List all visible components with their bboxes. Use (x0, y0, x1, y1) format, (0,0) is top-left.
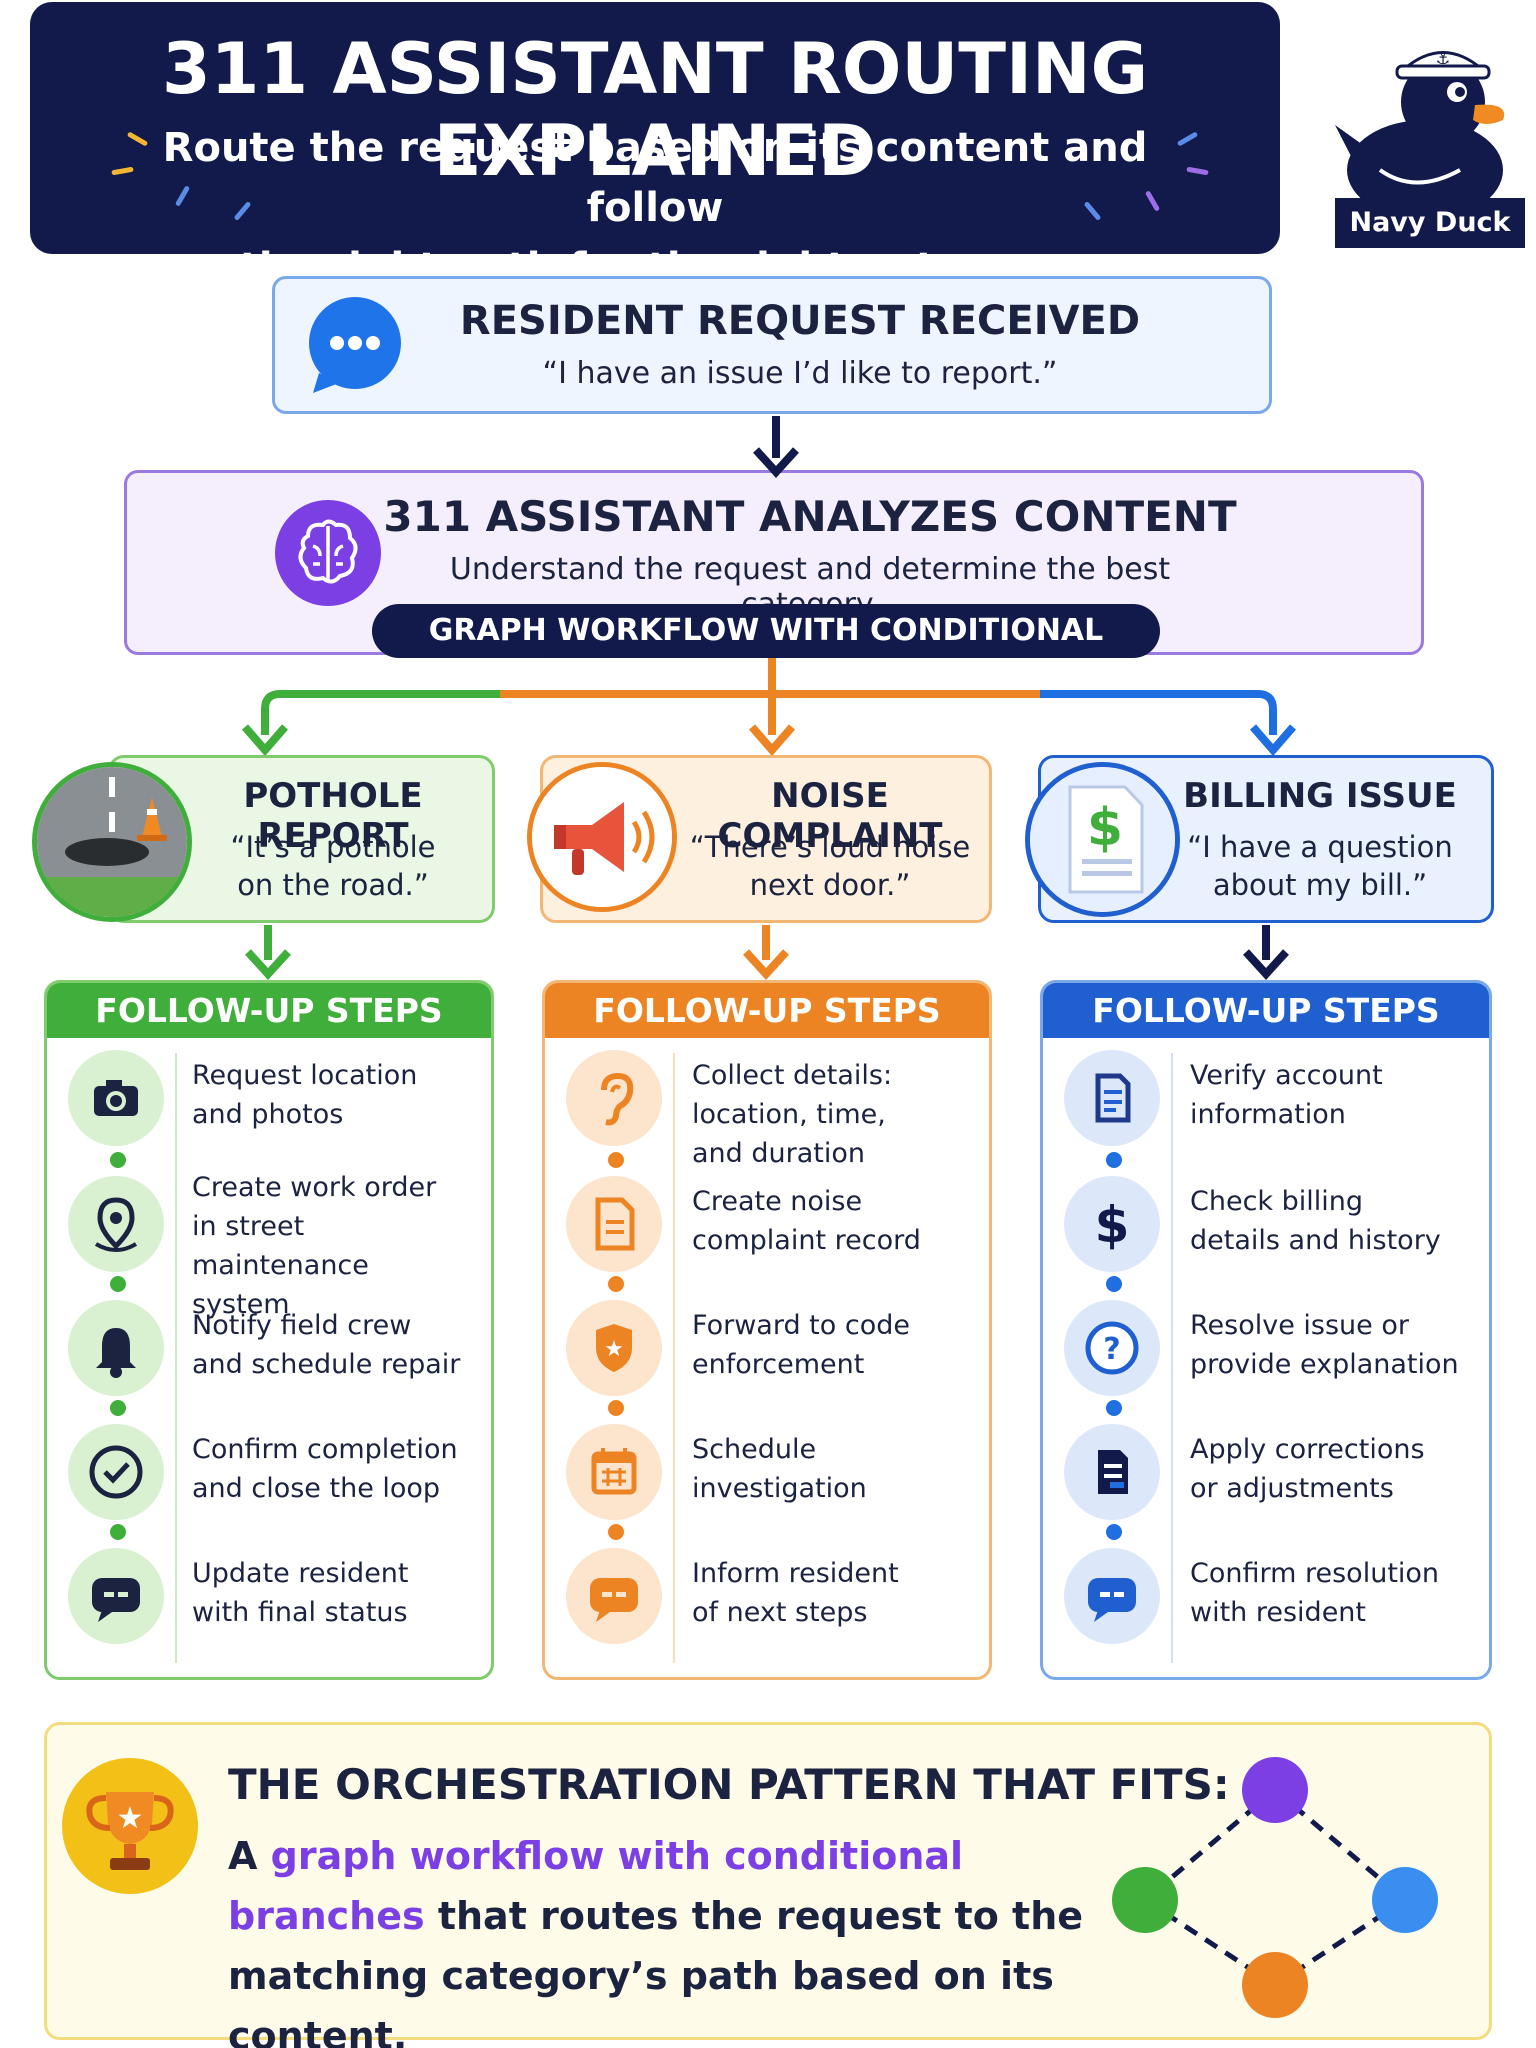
arrow-head (748, 724, 796, 757)
panel-header: FOLLOW-UP STEPS (1043, 983, 1489, 1038)
step-connector-dot (110, 1276, 126, 1292)
svg-text:⚓: ⚓ (1436, 49, 1450, 68)
calendar-icon (566, 1424, 662, 1520)
step-connector-dot (608, 1152, 624, 1168)
category-quote-noise: “There’s loud noise next door.” (680, 828, 980, 904)
page-subtitle: Route the request based on its content a… (130, 118, 1180, 298)
divider-line (1171, 1053, 1173, 1663)
step-connector-dot (110, 1152, 126, 1168)
megaphone-icon (527, 762, 677, 912)
step-connector-dot (608, 1276, 624, 1292)
divider-line (673, 1053, 675, 1663)
analyze-title: 311 ASSISTANT ANALYZES CONTENT (383, 492, 1237, 541)
quote-line-2: next door.” (749, 868, 911, 902)
graph-node-orange (1242, 1952, 1308, 2018)
arrow-head (743, 949, 789, 980)
step-connector-dot (608, 1400, 624, 1416)
page-title: 311 ASSISTANT ROUTING EXPLAINED (161, 28, 1149, 192)
branch-blue (1040, 690, 1277, 735)
arrow-head (241, 724, 289, 757)
trophy-icon: ★ (62, 1758, 198, 1894)
map-pin-icon (68, 1176, 164, 1272)
category-quote-pothole: “It’s a pothole on the road.” (188, 828, 478, 904)
pothole-road-icon (32, 762, 192, 922)
request-box (272, 276, 1272, 414)
arrow-head (753, 447, 799, 478)
step-connector-dot (1106, 1276, 1122, 1292)
category-title-pothole: POTHOLE REPORT (243, 776, 423, 856)
graph-node-blue (1372, 1867, 1438, 1933)
quote-line-2: about my bill.” (1212, 868, 1428, 902)
request-quote: “I have an issue I’d like to report.” (542, 356, 1058, 391)
bill-document-icon: $ (1025, 762, 1180, 917)
quote-line-1: “There’s loud noise (689, 830, 971, 864)
navy-duck-logo-icon: ⚓ (1335, 49, 1505, 220)
arrow-head (1243, 949, 1289, 980)
svg-text:★: ★ (117, 1801, 144, 1836)
svg-text:★: ★ (604, 1337, 624, 1362)
arrow-head (1249, 724, 1297, 757)
branch-graph-diagram (1112, 1757, 1438, 2018)
quote-line-2: on the road.” (237, 868, 429, 902)
subtitle-line-1: Route the request based on its content a… (162, 125, 1148, 231)
logo-label: Navy Duck (1335, 198, 1525, 248)
svg-text:?: ? (1103, 1332, 1120, 1367)
category-title-noise: NOISE COMPLAINT (717, 776, 943, 856)
question-icon: ? (1064, 1300, 1160, 1396)
document-icon (566, 1176, 662, 1272)
step-connector-dot (1106, 1152, 1122, 1168)
camera-icon (68, 1050, 164, 1146)
branch-green (261, 690, 772, 735)
brain-icon (275, 500, 381, 606)
chat-bubble-icon (309, 297, 401, 393)
step-connector-dot (110, 1524, 126, 1540)
flow-connectors (241, 416, 1297, 980)
summary-text: A graph workflow with conditional branch… (228, 1834, 1084, 2048)
edit-document-icon (1064, 1424, 1160, 1520)
quote-line-1: “I have a question (1187, 830, 1453, 864)
summary-highlight: graph workflow with conditional branches (228, 1834, 964, 1938)
chat-bubble-icon (566, 1548, 662, 1644)
request-title: RESIDENT REQUEST RECEIVED (459, 298, 1141, 344)
ear-icon (566, 1050, 662, 1146)
step-connector-dot (1106, 1400, 1122, 1416)
step-text: Collect details:location, time,and durat… (692, 1060, 893, 1169)
account-document-icon (1064, 1050, 1160, 1146)
quote-line-1: “It’s a pothole (230, 830, 436, 864)
graph-node-purple (1242, 1757, 1308, 1823)
arrow-head (245, 949, 291, 980)
step-connector-dot (1106, 1524, 1122, 1540)
svg-text:$: $ (1087, 798, 1123, 858)
bell-icon (68, 1300, 164, 1396)
step-connector-dot (110, 1400, 126, 1416)
check-circle-icon (68, 1424, 164, 1520)
panel-header: FOLLOW-UP STEPS (545, 983, 989, 1038)
summary-title: THE ORCHESTRATION PATTERN THAT FITS: (228, 1760, 1230, 1809)
badge-shield-icon: ★ (566, 1300, 662, 1396)
chat-bubble-icon (68, 1548, 164, 1644)
dollar-icon: $ (1064, 1176, 1160, 1272)
svg-text:$: $ (1095, 1196, 1130, 1254)
panel-header: FOLLOW-UP STEPS (47, 983, 491, 1038)
category-title-billing: BILLING ISSUE (1183, 776, 1457, 816)
category-quote-billing: “I have a question about my bill.” (1180, 828, 1460, 904)
graph-node-green (1112, 1867, 1178, 1933)
divider-line (175, 1053, 177, 1663)
step-connector-dot (608, 1524, 624, 1540)
chat-bubble-icon (1064, 1548, 1160, 1644)
